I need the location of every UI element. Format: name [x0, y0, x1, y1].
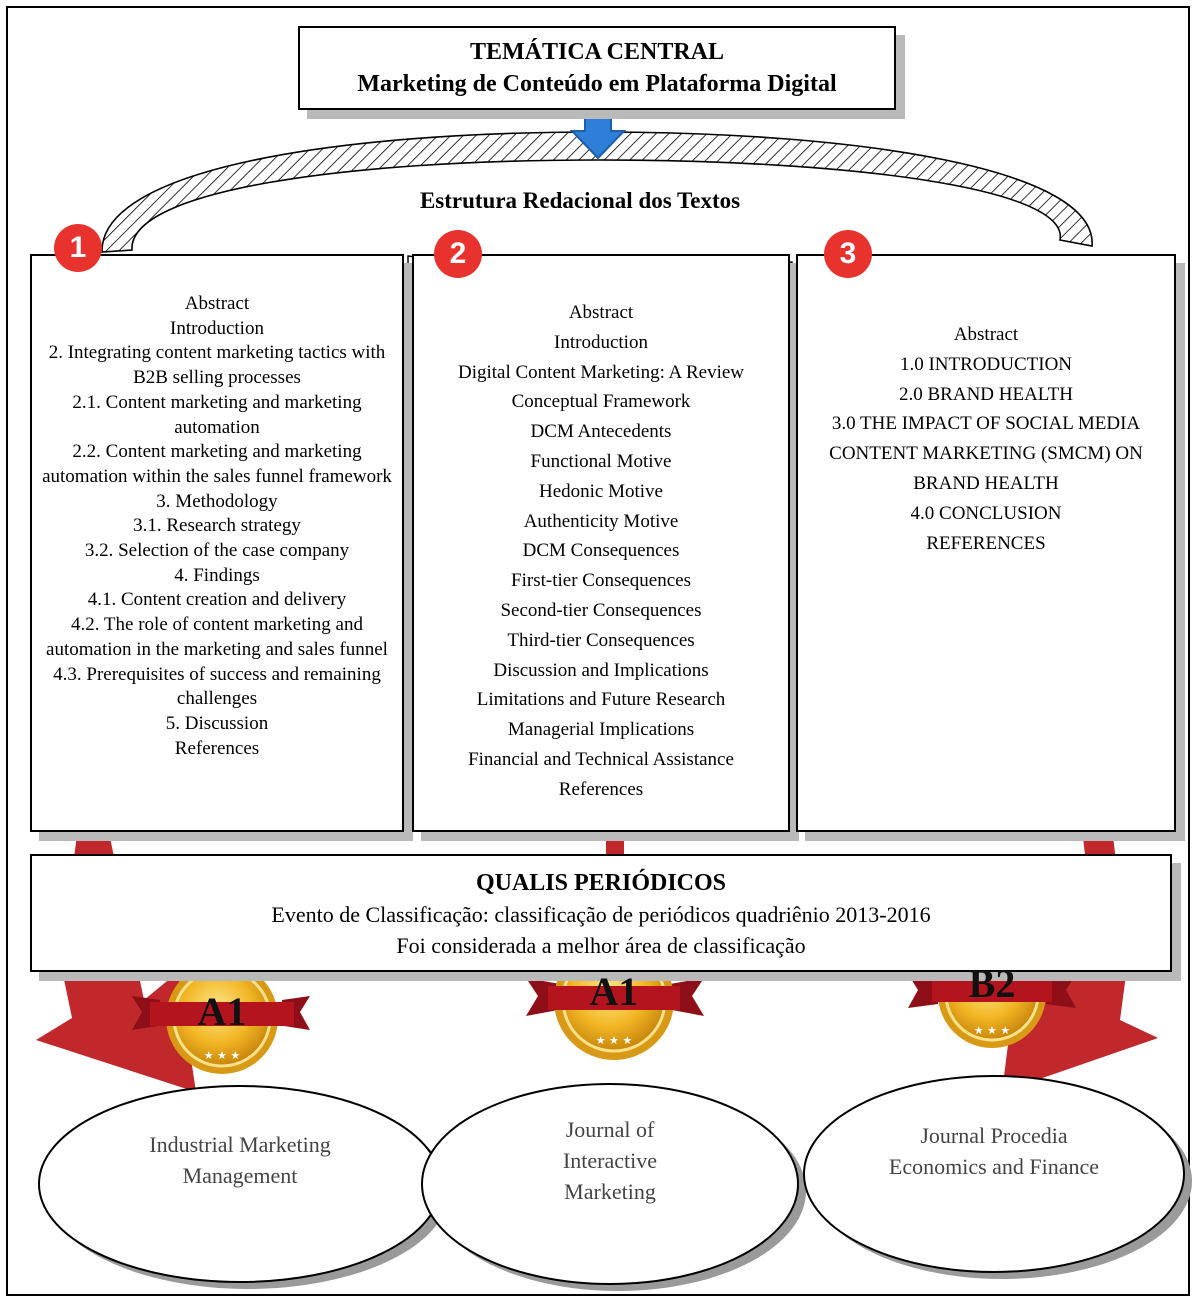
section-heading: Third-tier Consequences	[507, 629, 695, 651]
number-badge-3: 3	[824, 230, 872, 278]
number-badge-2: 2	[434, 230, 482, 278]
structure-label: Estrutura Redacional dos Textos	[419, 188, 741, 213]
section-heading: 3.0 THE IMPACT OF SOCIAL MEDIA CONTENT M…	[829, 413, 1143, 494]
section-heading: References	[174, 737, 260, 759]
text-structure-column-3: Abstract 1.0 INTRODUCTION 2.0 BRAND HEALTH…	[796, 254, 1176, 832]
qualis-title: QUALIS PERIÓDICOS	[475, 870, 727, 896]
section-heading: Managerial Implications	[507, 719, 695, 741]
section-heading: 2.2. Content marketing and marketing aut…	[42, 441, 392, 487]
section-heading: Authenticity Motive	[523, 510, 679, 532]
section-heading: Digital Content Marketing: A Review	[457, 361, 745, 383]
section-heading: 2. Integrating content marketing tactics…	[48, 342, 386, 389]
section-heading: Introduction	[554, 331, 648, 353]
section-heading: 3. Methodology	[156, 490, 278, 512]
grade-label-3: B2	[968, 961, 1016, 1006]
grade-label-1: A1	[197, 989, 247, 1034]
section-heading: 3.1. Research strategy	[133, 515, 301, 537]
diagram-frame	[6, 6, 1190, 1296]
section-heading: 4.0 CONCLUSION	[910, 502, 1062, 524]
section-heading: References	[558, 778, 644, 800]
section-heading: Discussion and Implications	[493, 659, 709, 681]
section-heading: DCM Antecedents	[530, 421, 672, 443]
number-badge-1: 1	[54, 224, 102, 272]
qualis-line-2: Foi considerada a melhor área de classif…	[396, 933, 806, 958]
svg-text:★ ★ ★: ★ ★ ★	[204, 1049, 241, 1062]
qualis-box: QUALIS PERIÓDICOS Evento de Classificaçã…	[30, 854, 1172, 972]
medal-icon-1: ★ ★ ★	[132, 962, 310, 1074]
hatched-loop	[101, 131, 1093, 253]
section-heading: Abstract	[184, 293, 250, 314]
section-heading: Functional Motive	[530, 450, 672, 472]
section-heading: Conceptual Framework	[511, 391, 691, 413]
journal-ellipses	[38, 1075, 1192, 1291]
down-arrow-icon	[569, 111, 627, 160]
section-heading: 4.3. Prerequisites of success and remain…	[53, 663, 381, 710]
journal-name-3: Journal Procedia Economics and Finance	[888, 1123, 1100, 1179]
central-theme-box: TEMÁTICA CENTRAL Marketing de Conteúdo e…	[298, 26, 896, 110]
section-heading: REFERENCES	[926, 532, 1046, 554]
journal-name-1: Industrial Marketing Management	[149, 1132, 331, 1188]
section-heading: 4. Findings	[174, 564, 260, 586]
journal-name-2: Journal of Interactive Marketing	[562, 1117, 658, 1204]
grade-label-2: A1	[589, 969, 639, 1014]
section-heading: 4.1. Content creation and delivery	[87, 589, 347, 611]
section-heading: DCM Consequences	[522, 540, 680, 562]
section-heading: Introduction	[170, 317, 264, 339]
central-theme-title: TEMÁTICA CENTRAL	[469, 39, 725, 65]
section-heading: 3.2. Selection of the case company	[84, 540, 350, 562]
section-heading: 5. Discussion	[165, 712, 269, 734]
section-heading: Abstract	[953, 324, 1019, 345]
section-heading: 4.2. The role of content marketing and a…	[46, 614, 388, 660]
section-heading: Second-tier Consequences	[500, 599, 702, 621]
section-heading: Financial and Technical Assistance	[468, 748, 734, 770]
section-heading: Hedonic Motive	[538, 480, 663, 502]
qualis-line-1: Evento de Classificação: classificação d…	[271, 902, 931, 927]
section-heading: 2.0 BRAND HEALTH	[899, 383, 1073, 405]
section-heading: 2.1. Content marketing and marketing aut…	[72, 391, 362, 438]
svg-text:★ ★ ★: ★ ★ ★	[596, 1034, 633, 1047]
section-heading: First-tier Consequences	[511, 570, 691, 592]
central-theme-subtitle: Marketing de Conteúdo em Plataforma Digi…	[357, 71, 837, 97]
svg-text:★ ★ ★: ★ ★ ★	[974, 1024, 1011, 1037]
section-heading: 1.0 INTRODUCTION	[899, 353, 1073, 375]
section-heading: Limitations and Future Research	[476, 689, 726, 711]
section-heading: Abstract	[568, 302, 634, 323]
